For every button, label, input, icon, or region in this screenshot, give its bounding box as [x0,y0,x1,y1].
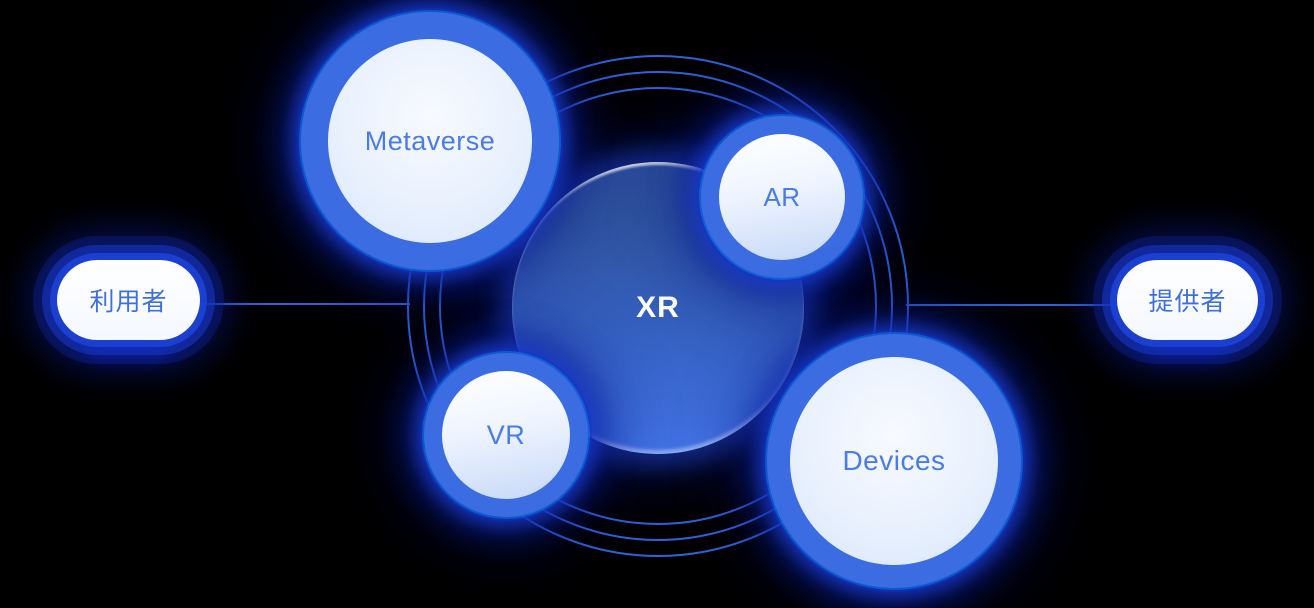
node-devices-circle: Devices [790,357,998,565]
orbit-ring-inner [439,87,877,525]
node-devices: Devices [767,334,1021,588]
pill-provider-label: 提供者 [1148,288,1227,316]
node-vr-circle: VR [442,371,570,499]
pill-user: 利用者 [57,260,200,340]
node-vr: VR [424,353,588,517]
pill-provider: 提供者 [1117,260,1258,340]
node-metaverse: Metaverse [301,12,559,270]
node-ar: AR [701,116,863,278]
node-vr-label: VR [486,419,526,450]
center-node-xr-label: XR [636,291,680,324]
pill-user-label: 利用者 [89,288,168,316]
node-ar-circle: AR [719,134,845,260]
node-metaverse-label: Metaverse [364,125,496,156]
node-ar-label: AR [763,181,801,212]
node-devices-label: Devices [842,445,946,476]
orbit-ring-middle [423,71,893,541]
node-metaverse-circle: Metaverse [328,39,532,243]
